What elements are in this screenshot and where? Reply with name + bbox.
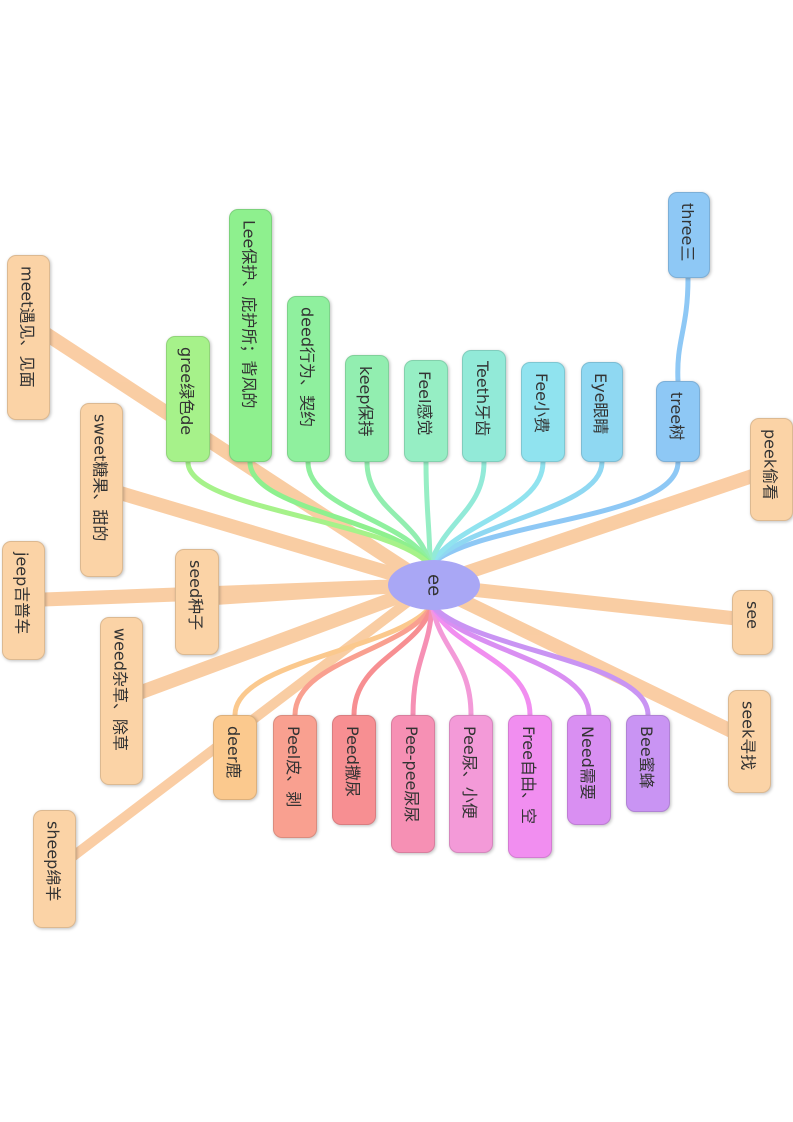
node-jeep[interactable]: jeep吉普车 — [2, 541, 45, 660]
node-seed[interactable]: seed种子 — [175, 549, 219, 655]
node-need[interactable]: Need需要 — [567, 715, 611, 825]
node-gree[interactable]: gree绿色de — [166, 336, 210, 462]
central-node[interactable]: ee — [388, 560, 480, 610]
node-fee[interactable]: Fee小费 — [521, 362, 565, 462]
node-seek[interactable]: seek寻找 — [728, 690, 771, 793]
node-sweet[interactable]: sweet糖果、甜的 — [80, 403, 123, 577]
node-deed[interactable]: deed行为、契约 — [287, 296, 330, 462]
node-tree[interactable]: tree树 — [656, 381, 700, 462]
node-feel[interactable]: Feel感觉 — [404, 360, 448, 462]
node-keep[interactable]: keep保持 — [345, 355, 389, 462]
node-free[interactable]: Free自由、空 — [508, 715, 552, 858]
node-pee[interactable]: Pee尿、小便 — [449, 715, 493, 853]
node-lee[interactable]: Lee保护、庇护所；背风的 — [229, 209, 272, 462]
node-eye[interactable]: Eye眼睛 — [581, 362, 623, 462]
node-pee-pee[interactable]: Pee-pee尿尿 — [391, 715, 435, 853]
node-deer[interactable]: deer鹿 — [213, 715, 257, 800]
node-three[interactable]: three三 — [668, 192, 710, 278]
node-peed[interactable]: Peed撒尿 — [332, 715, 376, 825]
node-see[interactable]: see — [732, 590, 773, 655]
node-peel[interactable]: Peel皮、剥 — [273, 715, 317, 838]
node-meet[interactable]: meet遇见、见面 — [7, 255, 50, 420]
node-teeth[interactable]: Teeth牙齿 — [462, 350, 506, 462]
node-weed[interactable]: weed杂草、除草 — [100, 617, 143, 785]
node-sheep[interactable]: sheep绵羊 — [33, 810, 76, 928]
node-peek[interactable]: peek偷看 — [750, 418, 793, 521]
node-bee[interactable]: Bee蜜蜂 — [626, 715, 670, 812]
